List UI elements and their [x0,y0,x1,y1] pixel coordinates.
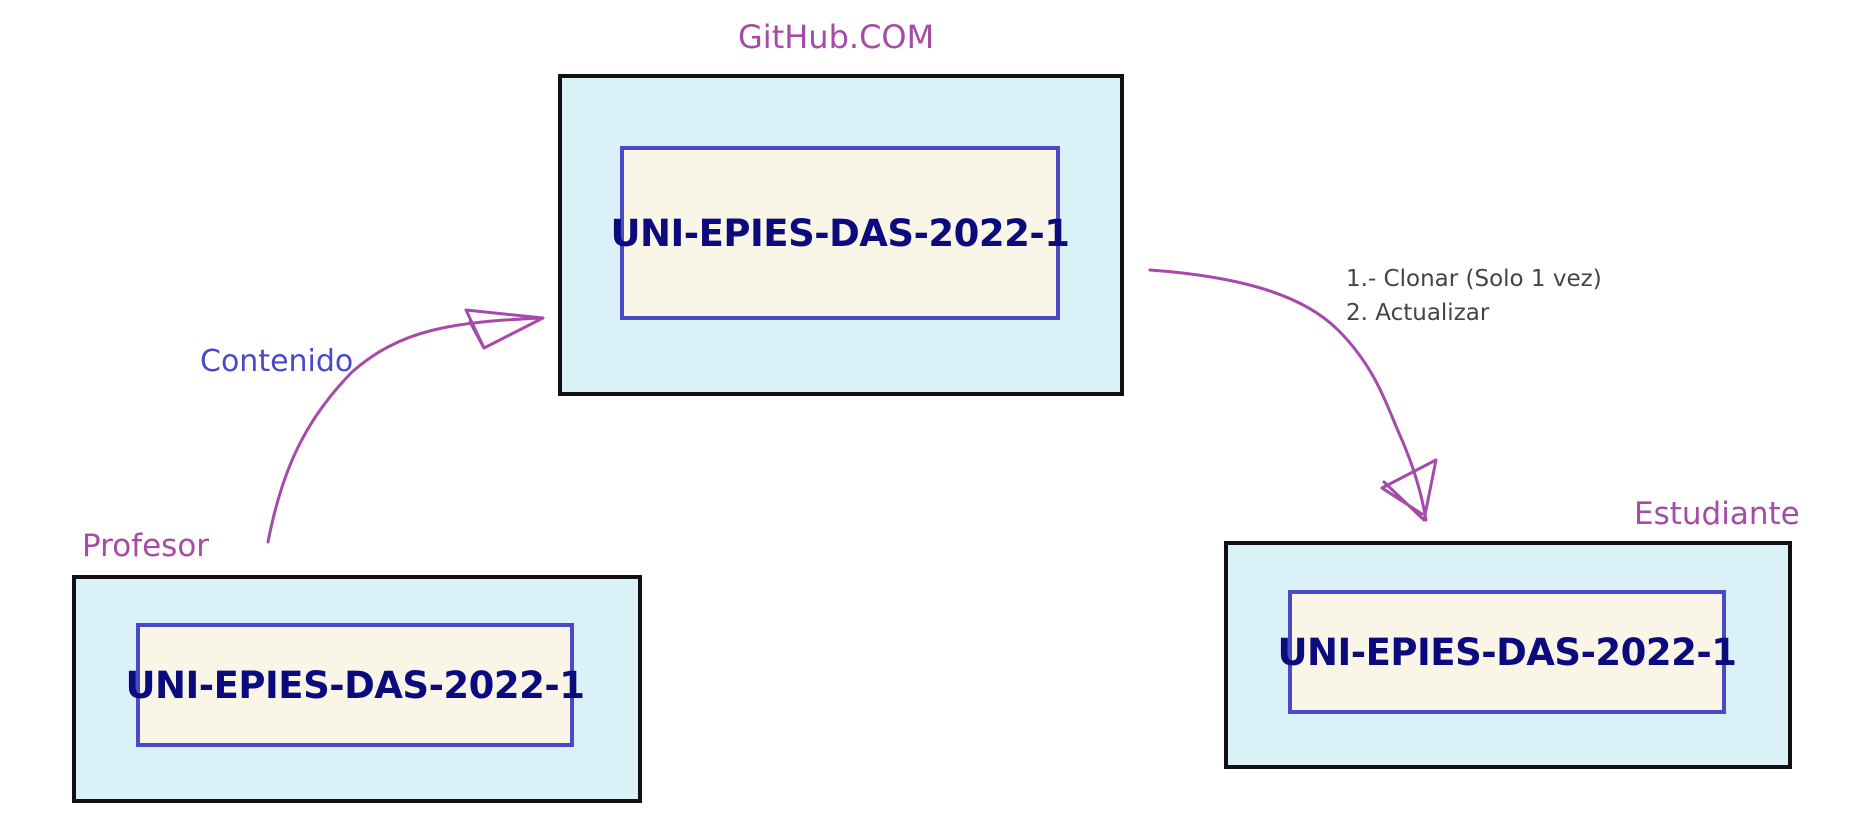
push-arrow-head [464,308,545,350]
profesor-repo-box: UNI-EPIES-DAS-2022-1 [126,623,585,747]
github-label: GitHub.COM [738,18,935,56]
push-arrow-label: Contenido [200,344,354,379]
estudiante-label: Estudiante [1634,496,1800,532]
push-arrow-shaft [266,316,544,544]
pull-arrow-steps: 1.- Clonar (Solo 1 vez) 2. Actualizar [1346,262,1602,330]
github-repo-name: UNI-EPIES-DAS-2022-1 [610,211,1071,255]
profesor-label: Profesor [82,528,210,564]
pull-arrow-head [1380,458,1438,522]
pull-arrow-step-2: 2. Actualizar [1346,300,1490,326]
estudiante-repo-box: UNI-EPIES-DAS-2022-1 [1278,590,1737,714]
push-arrow [266,308,545,544]
profesor-repo-name: UNI-EPIES-DAS-2022-1 [125,663,586,707]
pull-arrow [1148,268,1438,522]
github-repo-box: UNI-EPIES-DAS-2022-1 [611,146,1070,320]
estudiante-repo-name: UNI-EPIES-DAS-2022-1 [1277,630,1738,674]
pull-arrow-step-1: 1.- Clonar (Solo 1 vez) [1346,266,1602,292]
